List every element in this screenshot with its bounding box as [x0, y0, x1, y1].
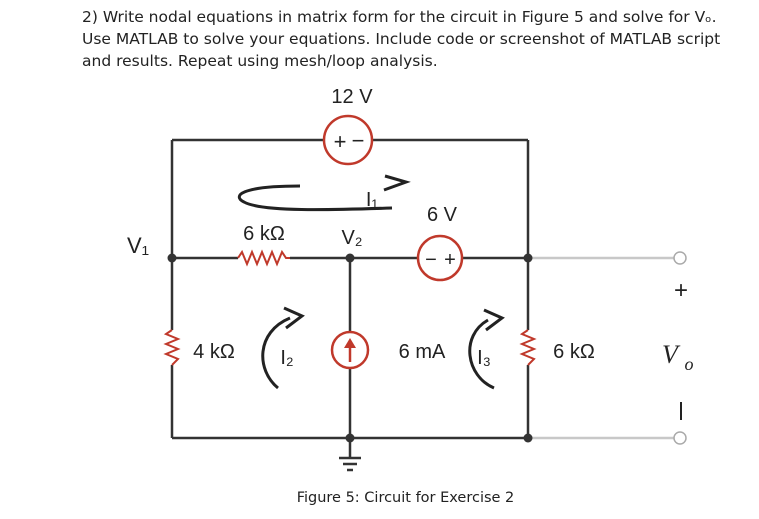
- loop-i2-label: I₂: [280, 347, 293, 369]
- ground-icon: [339, 456, 361, 472]
- output-terminal-plus: [673, 251, 687, 265]
- problem-line-1: 2) Write nodal equations in matrix form …: [82, 8, 717, 26]
- node-v1-label: V₁: [127, 233, 149, 258]
- source-6v-minus: −: [425, 249, 437, 271]
- source-12v-minus: −: [352, 128, 365, 153]
- problem-statement: 2) Write nodal equations in matrix form …: [82, 6, 752, 72]
- problem-line-3: and results. Repeat using mesh/loop anal…: [82, 52, 438, 70]
- output-wires: [528, 256, 674, 440]
- node-v1-dot: [167, 253, 177, 263]
- output-terminal-minus: [673, 431, 687, 445]
- resistor-6k-top-icon: [237, 249, 290, 267]
- source-12v-plus: +: [334, 129, 347, 154]
- output-voltage-label: V: [662, 340, 681, 369]
- loop-i2-arrow-icon: [261, 306, 305, 390]
- node-v2-dot: [345, 253, 355, 263]
- source-6v-label: 6 V: [427, 204, 458, 226]
- output-plus-label: +: [674, 277, 688, 304]
- node-right-dot: [523, 253, 533, 263]
- voltage-source-6v-icon: − +: [416, 234, 464, 282]
- problem-line-2: Use MATLAB to solve your equations. Incl…: [82, 30, 721, 48]
- loop-i3-arrow-icon: [468, 308, 505, 390]
- figure-caption: Figure 5: Circuit for Exercise 2: [296, 490, 515, 506]
- resistor-top-label: 6 kΩ: [243, 223, 285, 245]
- voltage-source-12v-icon: + −: [322, 114, 374, 166]
- loop-i3-label: I₃: [477, 347, 491, 369]
- source-12v-label: 12 V: [331, 86, 373, 108]
- output-voltage-subscript: o: [685, 354, 694, 374]
- circuit-wires: [170, 138, 530, 458]
- node-v2-label: V₂: [341, 227, 362, 249]
- current-source-label: 6 mA: [399, 341, 446, 363]
- resistor-4k-left-icon: [163, 329, 181, 366]
- loop-i1-arrow-icon: [237, 174, 411, 212]
- loop-i1-label: I₁: [366, 189, 379, 211]
- source-6v-plus: +: [444, 249, 456, 271]
- resistor-right-label: 6 kΩ: [553, 341, 595, 363]
- node-ground-dot: [345, 433, 355, 443]
- current-source-icon: [330, 330, 370, 370]
- resistor-6k-right-icon: [519, 329, 537, 366]
- resistor-left-label: 4 kΩ: [193, 341, 235, 363]
- node-bottom-right-dot: [523, 433, 533, 443]
